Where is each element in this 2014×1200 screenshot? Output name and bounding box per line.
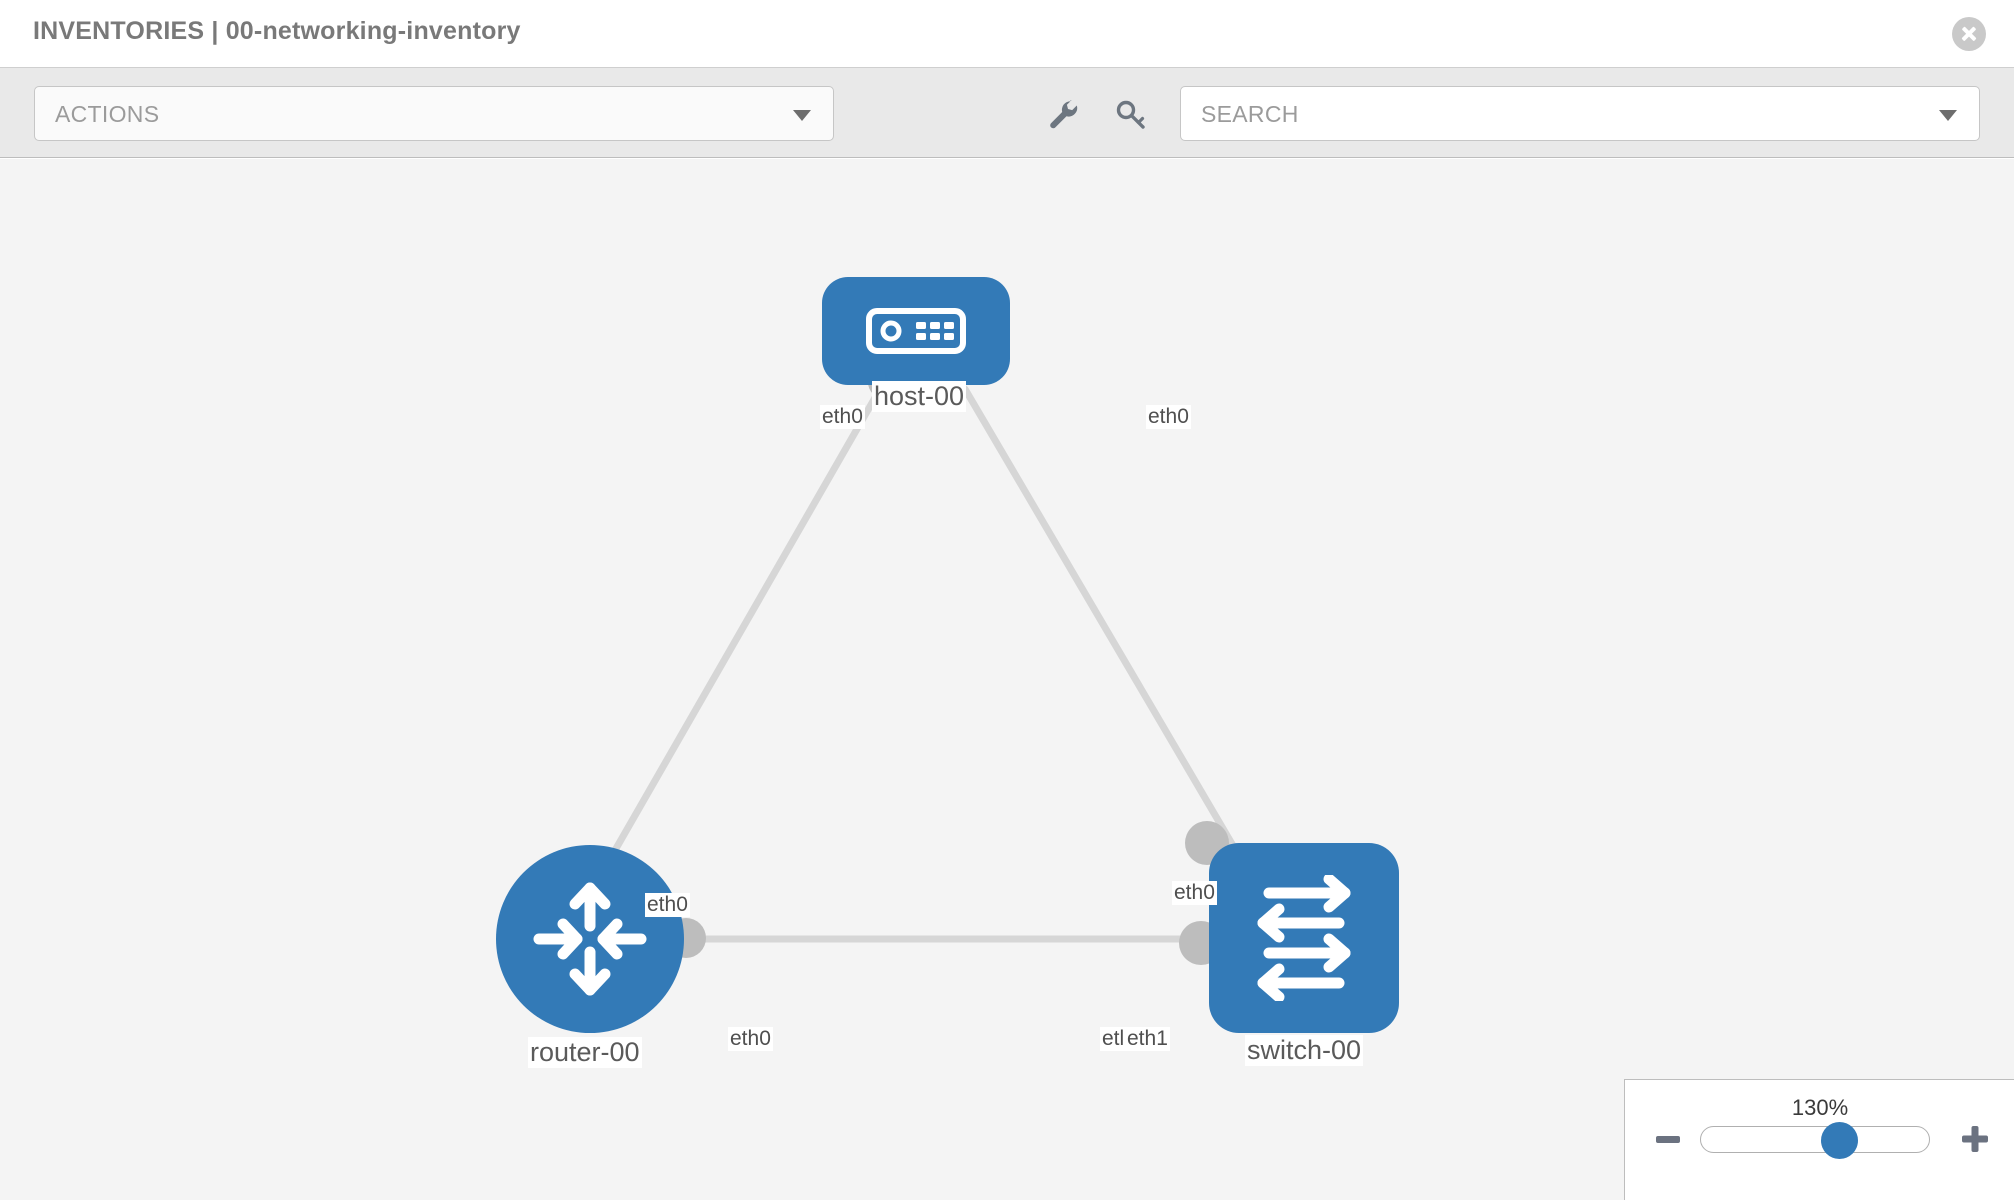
zoom-slider-thumb[interactable] [1821, 1122, 1858, 1159]
link-host-switch [961, 385, 1239, 853]
close-icon[interactable] [1952, 17, 1986, 51]
chevron-down-icon[interactable] [1939, 110, 1957, 121]
router-node-shape[interactable] [496, 845, 684, 1033]
link-host-router [606, 385, 884, 863]
toolbar: ACTIONS SEARCH [0, 68, 2014, 158]
switch-node-shape[interactable] [1209, 843, 1399, 1033]
host-node-shape[interactable] [822, 277, 1010, 385]
topology-canvas[interactable]: host-00 eth0 eth0 [0, 159, 2014, 1200]
wrench-icon[interactable] [1045, 96, 1081, 132]
zoom-control-panel: 130% [1624, 1079, 2014, 1200]
switch-arrows-icon [1257, 875, 1351, 1001]
actions-dropdown-label: ACTIONS [55, 101, 160, 127]
page-title: INVENTORIES | 00-networking-inventory [33, 17, 521, 45]
minus-icon[interactable] [1656, 1136, 1680, 1143]
server-icon [866, 308, 966, 354]
topology-links [606, 385, 1239, 943]
router-arrows-icon [533, 882, 647, 996]
edge-label-switch-left-overlap: etl [1100, 1027, 1127, 1051]
node-label-host: host-00 [872, 381, 967, 412]
node-label-switch: switch-00 [1245, 1035, 1364, 1066]
chevron-down-icon [793, 110, 811, 121]
zoom-slider[interactable] [1700, 1122, 1930, 1159]
edge-label-router-upper: eth0 [645, 893, 690, 917]
page-header: INVENTORIES | 00-networking-inventory [0, 0, 2014, 68]
search-input[interactable]: SEARCH [1180, 86, 1980, 141]
search-placeholder: SEARCH [1201, 101, 1299, 127]
zoom-level-value: 130% [1791, 1095, 1849, 1120]
node-label-router: router-00 [528, 1037, 642, 1068]
edge-label-switch-left: eth1 [1125, 1027, 1170, 1051]
edge-label-host-right: eth0 [1146, 405, 1191, 429]
edge-label-router-right: eth0 [728, 1027, 773, 1051]
plus-icon[interactable] [1960, 1124, 1990, 1154]
key-icon[interactable] [1113, 96, 1149, 132]
edge-label-switch-upper: eth0 [1172, 881, 1217, 905]
edge-label-host-left: eth0 [820, 405, 865, 429]
actions-dropdown[interactable]: ACTIONS [34, 86, 834, 141]
